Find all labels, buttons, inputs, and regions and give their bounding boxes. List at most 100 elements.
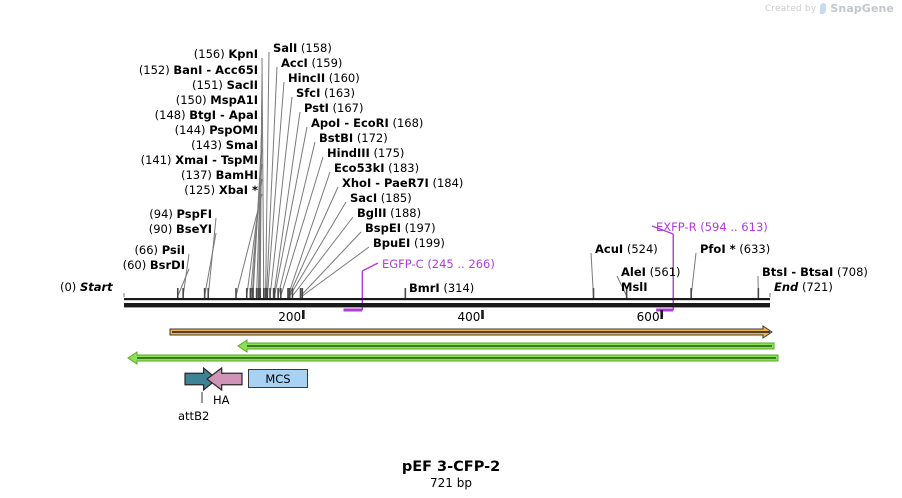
watermark-brand: SnapGene bbox=[830, 2, 894, 15]
ruler-tick-label: 600 bbox=[636, 310, 660, 324]
site-name: AleI bbox=[621, 265, 646, 279]
site-label: AleI (561) bbox=[621, 266, 681, 278]
site-name: BamHI bbox=[215, 168, 258, 182]
site-position: (159) bbox=[311, 56, 343, 70]
terminus-label: (0) Start bbox=[60, 281, 113, 293]
site-name: MslI bbox=[621, 280, 648, 294]
site-position: (160) bbox=[328, 71, 360, 85]
terminus-position: (721) bbox=[801, 280, 833, 294]
site-label: Eco53kI (183) bbox=[334, 162, 419, 174]
site-position: (197) bbox=[404, 221, 436, 235]
site-label: BglII (188) bbox=[357, 207, 421, 219]
site-name: BspEI bbox=[365, 221, 401, 235]
site-label: (66) PsiI bbox=[0, 244, 185, 256]
site-name: XmaI - TspMI bbox=[175, 153, 258, 167]
site-position: (125) bbox=[184, 183, 216, 197]
terminus-name: Start bbox=[79, 280, 113, 294]
site-label: (156) KpnI bbox=[0, 48, 258, 60]
site-name: PspOMI bbox=[209, 123, 258, 137]
site-name: BmrI bbox=[409, 281, 440, 295]
site-position: (524) bbox=[626, 242, 658, 256]
site-name: BglII bbox=[357, 206, 387, 220]
site-name: HincII bbox=[288, 71, 326, 85]
site-label: SfcI (163) bbox=[296, 87, 355, 99]
site-position: (183) bbox=[388, 161, 420, 175]
map-title: pEF 3-CFP-2 bbox=[401, 459, 501, 475]
site-position: (94) bbox=[149, 207, 173, 221]
site-name: SalI bbox=[273, 41, 298, 55]
site-position: (199) bbox=[413, 236, 445, 250]
site-label: HindIII (175) bbox=[327, 147, 404, 159]
site-label: (143) SmaI bbox=[0, 139, 258, 151]
snapgene-watermark: Created by SnapGene bbox=[765, 2, 894, 15]
site-name: AccI bbox=[281, 56, 308, 70]
feature-MCS: MCS bbox=[248, 369, 308, 388]
terminus-label: End (721) bbox=[774, 281, 833, 293]
site-name: AcuI bbox=[595, 242, 624, 256]
site-position: (150) bbox=[175, 93, 207, 107]
ruler-ticks bbox=[301, 310, 663, 319]
site-name: BstBI bbox=[319, 131, 354, 145]
site-label: SalI (158) bbox=[273, 42, 332, 54]
site-position: (60) bbox=[122, 258, 147, 272]
site-position: (137) bbox=[180, 168, 212, 182]
site-position: (158) bbox=[300, 41, 332, 55]
orange-ORF bbox=[169, 325, 773, 339]
feature-range-label: EXFP-R (594 .. 613) bbox=[656, 221, 768, 233]
site-name: BpuEI bbox=[373, 236, 411, 250]
site-position: (185) bbox=[380, 191, 412, 205]
site-position: (184) bbox=[432, 176, 464, 190]
site-position: (144) bbox=[174, 123, 206, 137]
site-label: (150) MspA1I bbox=[0, 94, 258, 106]
site-name: PsiI bbox=[161, 243, 185, 257]
feature-arrows bbox=[184, 366, 243, 392]
feature-label-MCS: MCS bbox=[265, 371, 291, 386]
watermark-prefix: Created by bbox=[764, 3, 817, 14]
site-label: (148) BtgI - ApaI bbox=[0, 109, 258, 121]
site-name: ApoI - EcoRI bbox=[311, 116, 389, 130]
terminus-name: End bbox=[774, 280, 799, 294]
site-name: KpnI bbox=[228, 47, 258, 61]
site-position: (163) bbox=[324, 86, 355, 100]
site-label: (152) BanI - Acc65I bbox=[0, 64, 258, 76]
site-label: BtsI - BtsaI (708) bbox=[762, 266, 868, 278]
site-name: PspFI bbox=[176, 207, 212, 221]
site-name: SmaI bbox=[225, 138, 258, 152]
feature-arrow-attB2 bbox=[184, 366, 218, 392]
terminus-position: (0) bbox=[60, 280, 77, 294]
site-label: (151) SacII bbox=[0, 79, 258, 91]
site-label: (90) BseYI bbox=[0, 223, 212, 235]
site-position: (156) bbox=[193, 47, 225, 61]
site-position: (708) bbox=[836, 265, 868, 279]
site-position: (148) bbox=[154, 108, 186, 122]
site-name: BanI - Acc65I bbox=[173, 63, 258, 77]
green-arrow-1 bbox=[237, 339, 775, 353]
site-position: (175) bbox=[373, 146, 405, 160]
site-name: BseYI bbox=[175, 222, 212, 236]
site-leader-lines bbox=[123, 51, 771, 297]
site-label: AccI (159) bbox=[281, 57, 342, 69]
site-name: SfcI bbox=[296, 86, 321, 100]
site-label: BmrI (314) bbox=[409, 282, 474, 294]
site-name: BtsI - BtsaI bbox=[762, 265, 834, 279]
sequence-backbone bbox=[124, 298, 770, 308]
site-label: BstBI (172) bbox=[319, 132, 388, 144]
site-label: HincII (160) bbox=[288, 72, 360, 84]
site-position: (168) bbox=[392, 116, 424, 130]
site-name: BtgI - ApaI bbox=[189, 108, 258, 122]
site-label: PstI (167) bbox=[304, 102, 363, 114]
ruler-tick-label: 200 bbox=[278, 310, 302, 324]
site-position: (633) bbox=[739, 242, 771, 256]
annotation-tracks bbox=[127, 325, 779, 365]
site-name: BsrDI bbox=[149, 258, 185, 272]
site-name: Eco53kI bbox=[334, 161, 385, 175]
site-position: (314) bbox=[443, 281, 475, 295]
site-label: BspEI (197) bbox=[365, 222, 436, 234]
site-label: BpuEI (199) bbox=[373, 237, 445, 249]
site-position: (561) bbox=[649, 265, 681, 279]
site-label: (94) PspFI bbox=[0, 208, 212, 220]
feature-name: EXFP-R bbox=[656, 220, 697, 234]
site-position: (141) bbox=[140, 153, 172, 167]
